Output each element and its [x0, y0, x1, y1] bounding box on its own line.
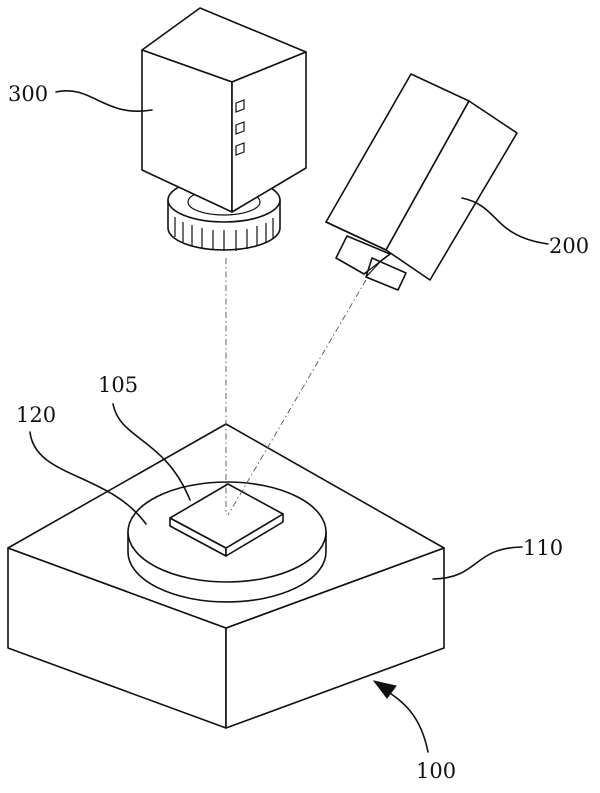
label-sample: 105 — [98, 373, 138, 397]
leader-110 — [433, 547, 522, 579]
leader-300 — [56, 91, 152, 111]
label-camera: 300 — [8, 82, 48, 106]
camera — [142, 8, 306, 251]
label-holder: 120 — [16, 403, 56, 427]
label-stage: 110 — [523, 536, 563, 560]
light-source — [326, 74, 517, 290]
nozzle-tip — [366, 258, 406, 290]
label-light-source: 200 — [549, 234, 589, 258]
leader-100 — [384, 689, 428, 752]
label-system: 100 — [416, 759, 456, 783]
